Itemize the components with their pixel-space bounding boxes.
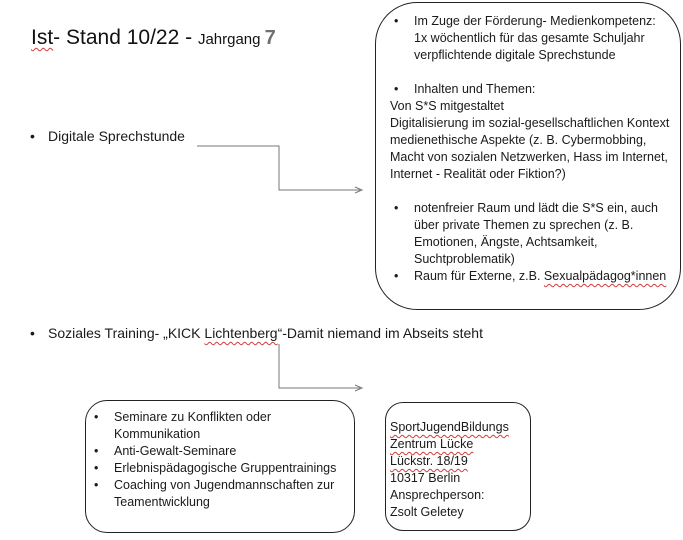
contact-line-city: 10317 Berlin bbox=[390, 471, 461, 485]
arrow-to-training-boxes bbox=[278, 344, 364, 392]
sprechstunde-item-foerderung: Im Zuge der Förderung- Medienkompetenz: … bbox=[390, 13, 672, 64]
contact-line-label: Ansprechperson: bbox=[390, 488, 485, 502]
title-number: 7 bbox=[264, 27, 276, 49]
title-jahrgang: Jahrgang bbox=[197, 31, 265, 48]
arrow-to-sprechstunde-box bbox=[197, 145, 364, 194]
page-title: Ist- Stand 10/22 - Jahrgang 7 bbox=[31, 26, 276, 50]
title-stand: - Stand 10/22 - bbox=[53, 26, 198, 49]
contact-line-org: SportJugendBildungs bbox=[390, 420, 509, 434]
externe-prefix: Raum für Externe, z.B. bbox=[414, 269, 544, 283]
contact-line-zentrum: Zentrum Lücke bbox=[390, 437, 474, 451]
bullet-text-after: “-Damit niemand im Abseits steht bbox=[277, 325, 483, 341]
training-item: Seminare zu Konflikten oder Kommunikatio… bbox=[90, 409, 346, 443]
bullet-dot: • bbox=[30, 128, 35, 144]
sprechstunde-line: medienethische Aspekte (z. B. Cybermobbi… bbox=[390, 133, 668, 181]
bullet-dot: • bbox=[30, 325, 35, 341]
contact-line-person: Zsolt Geletey bbox=[390, 505, 464, 519]
sprechstunde-line: Digitalisierung im sozial-gesellschaftli… bbox=[390, 116, 670, 130]
sprechstunde-item-inhalte: Inhalten und Themen: bbox=[390, 81, 672, 98]
contact-box: SportJugendBildungs Zentrum Lücke Lückst… bbox=[385, 402, 531, 531]
sprechstunde-item-notenfrei: notenfreier Raum und lädt die S*S ein, a… bbox=[390, 200, 672, 268]
bullet-text-lichtenberg: Lichtenberg bbox=[204, 325, 278, 341]
sprechstunde-details-box: Im Zuge der Förderung- Medienkompetenz: … bbox=[375, 2, 681, 310]
training-item: Coaching von Jugendmannschaften zur Team… bbox=[90, 477, 346, 511]
training-item: Anti-Gewalt-Seminare bbox=[90, 443, 346, 460]
bullet-text: Digitale Sprechstunde bbox=[48, 128, 185, 144]
title-ist: Ist bbox=[31, 26, 54, 49]
bullet-text-before: Soziales Training- „KICK bbox=[48, 325, 205, 341]
training-list-box: Seminare zu Konflikten oder Kommunikatio… bbox=[85, 400, 355, 533]
contact-line-street: Lückstr. 18/19 bbox=[390, 453, 526, 470]
sprechstunde-line: Von S*S mitgestaltet bbox=[390, 99, 504, 113]
externe-word: Sexualpädagog*innen bbox=[543, 269, 667, 283]
sprechstunde-item-externe: Raum für Externe, z.B. Sexualpädagog*inn… bbox=[390, 268, 672, 285]
bullet-digitale-sprechstunde: • Digitale Sprechstunde bbox=[30, 128, 185, 144]
bullet-soziales-training: • Soziales Training- „KICK Lichtenberg“-D… bbox=[30, 325, 483, 341]
street-name: Lückstr. 18/19 bbox=[390, 454, 468, 468]
training-item: Erlebnispädagogische Gruppentrainings bbox=[90, 460, 346, 477]
